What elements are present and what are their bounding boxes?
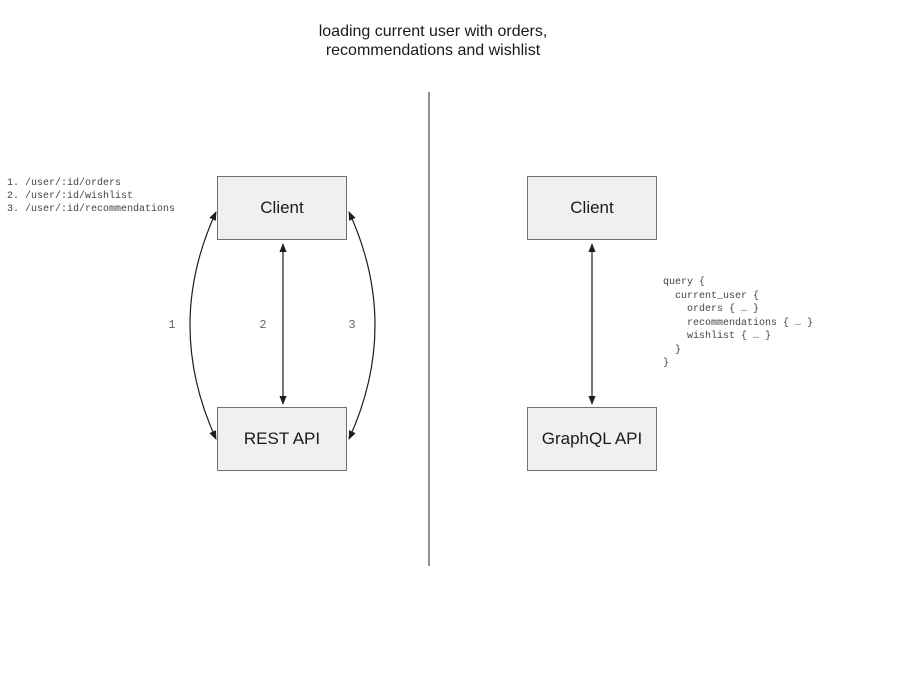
- rest-api-label: REST API: [243, 429, 321, 448]
- rest-client-node: Client: [217, 176, 347, 240]
- rest-endpoint-orders: 1. /user/:id/orders: [7, 178, 122, 189]
- arrow-rest-1: [189, 211, 217, 440]
- graphql-query: query { current_user { orders { … } reco…: [663, 276, 813, 371]
- arrow-label-2: 2: [259, 318, 267, 332]
- query-line-close-inner: }: [663, 344, 682, 356]
- rest-endpoints-list: 1. /user/:id/orders 2. /user/:id/wishlis…: [7, 177, 175, 216]
- arrow-label-1: 1: [168, 318, 176, 332]
- rest-endpoint-recommendations: 3. /user/:id/recommendations: [7, 204, 176, 215]
- title-line1: loading current user with orders,: [318, 23, 548, 40]
- graphql-api-node: GraphQL API: [527, 407, 657, 471]
- query-line-current-user: current_user {: [663, 290, 760, 302]
- query-line-open: query {: [663, 277, 706, 288]
- diagram-title: loading current user with orders, recomm…: [253, 22, 613, 60]
- graphql-api-label: GraphQL API: [541, 429, 643, 448]
- rest-client-label: Client: [260, 198, 304, 217]
- query-line-orders: orders { … }: [663, 304, 760, 315]
- title-line2: recommendations and wishlist: [325, 42, 541, 59]
- rest-api-node: REST API: [217, 407, 347, 471]
- arrow-rest-3: [348, 211, 376, 440]
- rest-endpoint-wishlist: 2. /user/:id/wishlist: [7, 191, 134, 202]
- query-line-close-outer: }: [663, 358, 670, 369]
- query-line-recommendations: recommendations { … }: [663, 317, 814, 329]
- arrow-label-3: 3: [348, 318, 356, 332]
- query-line-wishlist: wishlist { … }: [663, 331, 772, 342]
- graphql-client-node: Client: [527, 176, 657, 240]
- graphql-client-label: Client: [570, 198, 614, 217]
